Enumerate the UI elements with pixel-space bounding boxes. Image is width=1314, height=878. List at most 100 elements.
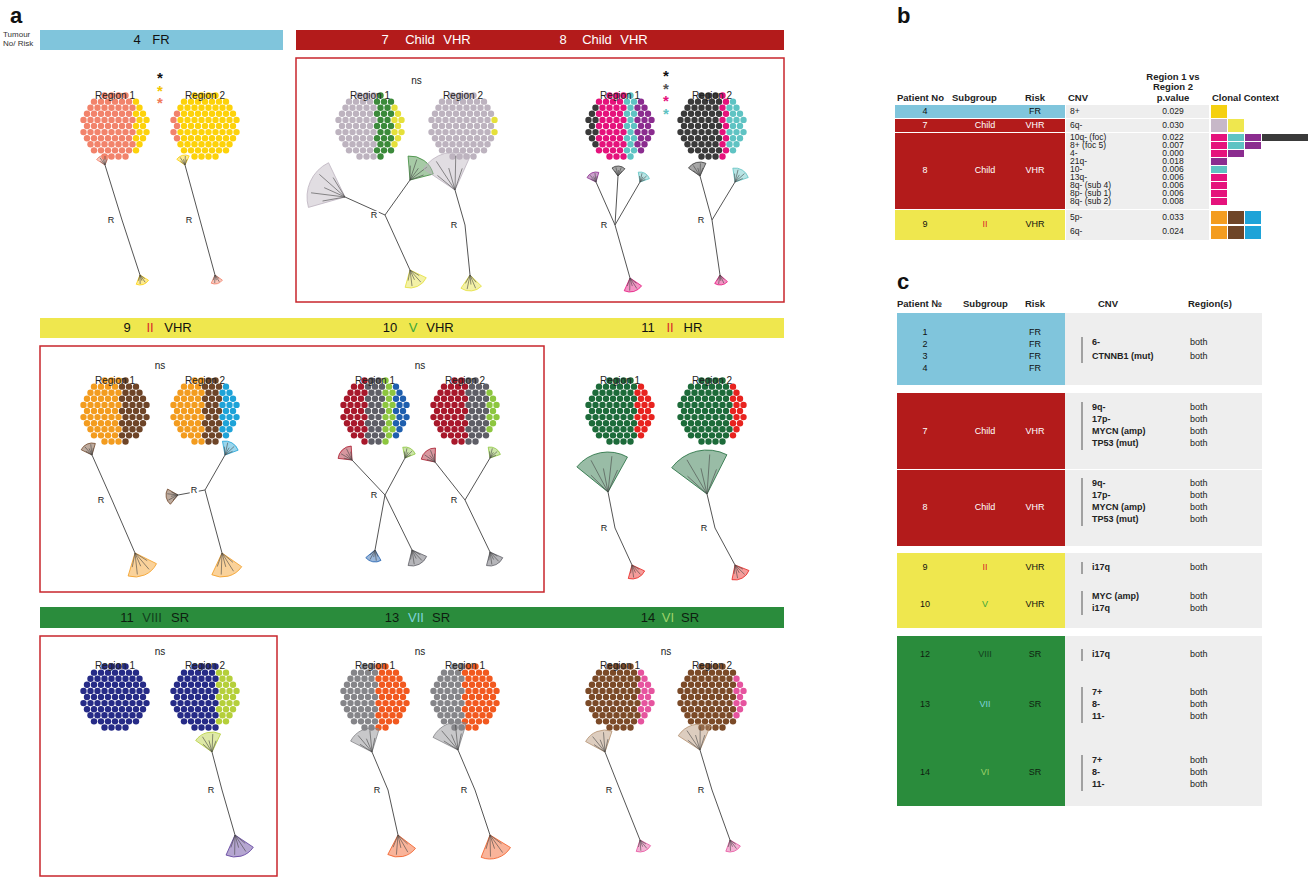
tree-leaf — [398, 835, 408, 852]
cell-dot — [365, 718, 371, 724]
cell-dot — [589, 135, 595, 141]
tree-leaf — [595, 173, 596, 182]
cell-dot — [216, 706, 222, 712]
cell-dot — [98, 694, 104, 700]
cell-dot — [372, 420, 378, 426]
tree-leaf — [640, 176, 647, 182]
tumour-band: 7ChildVHR8ChildVHR — [296, 30, 784, 50]
cell-dot — [603, 123, 609, 129]
cell-dot — [441, 396, 447, 402]
cell-dot — [216, 408, 222, 414]
cell-dot — [448, 420, 454, 426]
patient-cell: 4FR — [895, 105, 1065, 118]
cell-dot — [740, 117, 746, 123]
tree-leaf — [411, 550, 412, 560]
cell-dot — [126, 420, 132, 426]
cell-dot — [374, 111, 380, 117]
tree-leaf — [687, 476, 707, 494]
cell-dot — [84, 420, 90, 426]
cell-dot — [112, 147, 118, 153]
cell-dot — [641, 712, 647, 718]
cell-dot — [379, 432, 385, 438]
cell-dot — [119, 432, 125, 438]
cell-dot — [386, 718, 392, 724]
cell-dot — [396, 676, 402, 682]
clone-fan — [672, 450, 727, 494]
tree-leaf — [222, 553, 234, 571]
tumour-band: 11VIIISR13VIISR14VISR — [40, 607, 784, 628]
cell-dot — [638, 408, 644, 414]
cell-dot — [230, 420, 236, 426]
cell-dot — [486, 414, 492, 420]
cell-dot — [688, 123, 694, 129]
cell-dot — [112, 135, 118, 141]
cell-dot — [356, 105, 362, 111]
cell-dot — [439, 135, 445, 141]
cell-dot — [740, 414, 746, 420]
tree-leaf — [455, 168, 462, 190]
cell-dot — [467, 147, 473, 153]
tree-leaf — [405, 451, 412, 458]
cell-dot — [395, 123, 401, 129]
cell-text: 14 — [920, 768, 930, 778]
label-text: * — [157, 95, 163, 112]
cell-dot — [465, 676, 471, 682]
cell-dot — [698, 426, 704, 432]
cell-dot — [491, 129, 497, 135]
cell-dot — [389, 426, 395, 432]
cell-dot — [472, 414, 478, 420]
clone-block — [1228, 119, 1244, 132]
cell-dot — [122, 712, 128, 718]
cell-dot — [344, 408, 350, 414]
cell-dot — [403, 688, 409, 694]
cell-dot — [434, 706, 440, 712]
cell-dot — [726, 117, 732, 123]
cell-dot — [115, 117, 121, 123]
tree-leaf — [405, 455, 411, 458]
cell-dot — [484, 129, 490, 135]
cell-text: 8 — [922, 503, 927, 513]
cell-dot — [184, 402, 190, 408]
cell-dot — [226, 688, 232, 694]
cell-dot — [730, 111, 736, 117]
cell-dot — [486, 688, 492, 694]
cell-dot — [219, 414, 225, 420]
cell-dot — [388, 147, 394, 153]
cell-dot — [448, 432, 454, 438]
cell-text: 9 — [922, 220, 927, 230]
cell-dot — [712, 117, 718, 123]
cell-dot — [361, 390, 367, 396]
cell-dot — [472, 438, 478, 444]
cell-dot — [733, 105, 739, 111]
cell-dot — [610, 694, 616, 700]
tree-branch — [205, 490, 222, 553]
tree-leaf — [319, 174, 345, 197]
cell-dot — [465, 724, 471, 730]
cell-dot — [638, 147, 644, 153]
cell-dot — [617, 111, 623, 117]
cell-dot — [368, 712, 374, 718]
cell-dot — [613, 105, 619, 111]
cell-dot — [684, 402, 690, 408]
cell-text: 7 — [381, 33, 388, 47]
cell-dot — [101, 105, 107, 111]
cell-dot — [435, 117, 441, 123]
cell-dot — [372, 694, 378, 700]
cell-dot — [712, 700, 718, 706]
cell-dot — [484, 117, 490, 123]
cell-dot — [712, 414, 718, 420]
tree-leaf — [730, 840, 736, 849]
cell-dot — [80, 117, 86, 123]
cell-dot — [230, 135, 236, 141]
cell-dot — [437, 390, 443, 396]
cell-dot — [198, 129, 204, 135]
cell-dot — [219, 700, 225, 706]
cell-dot — [393, 396, 399, 402]
cell-dot — [112, 111, 118, 117]
cell-dot — [136, 390, 142, 396]
clone-block — [1211, 174, 1227, 181]
cell-dot — [353, 147, 359, 153]
clone-fan — [166, 489, 178, 504]
tree-branch — [712, 790, 730, 840]
cell-dot — [434, 420, 440, 426]
